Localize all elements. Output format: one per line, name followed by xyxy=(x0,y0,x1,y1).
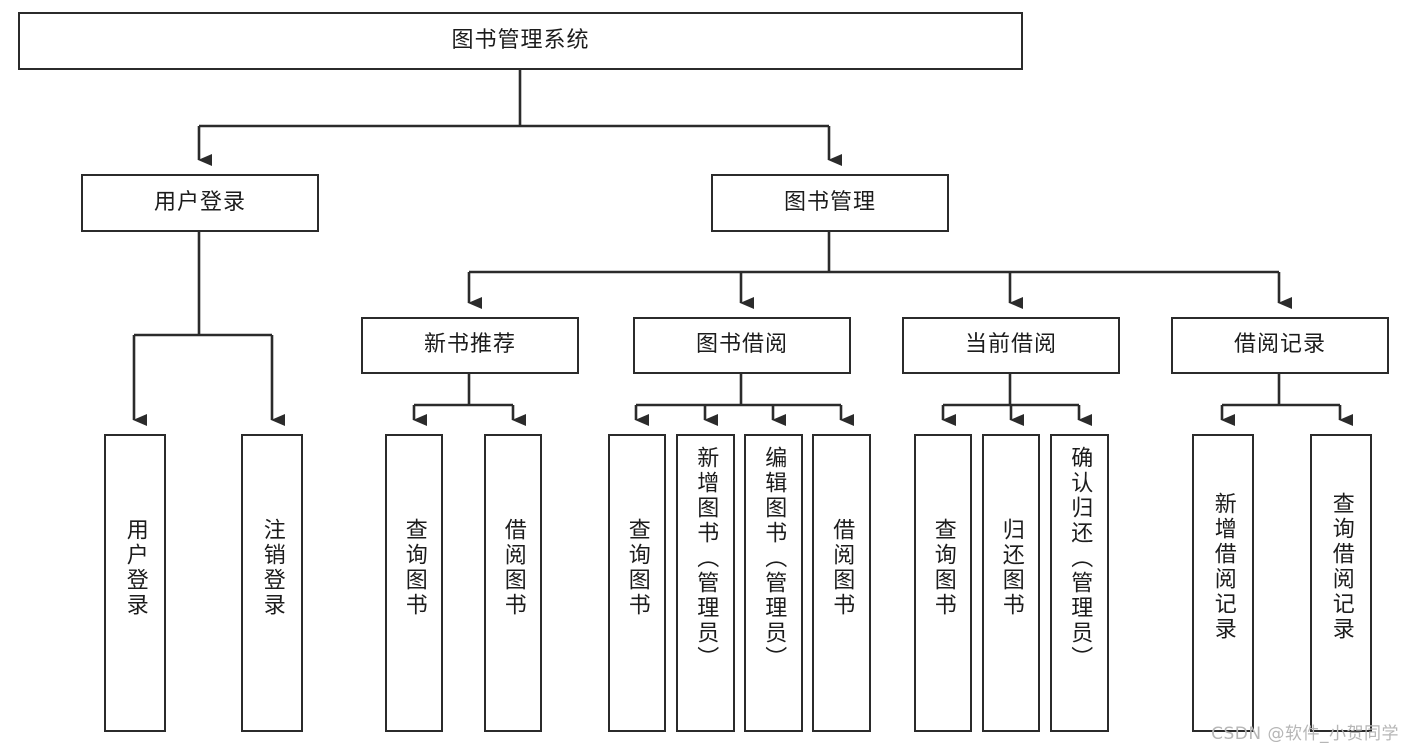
node-book-manage[interactable]: 图书管理 xyxy=(711,174,949,232)
node-leaf-logout[interactable]: 注销登录 xyxy=(241,434,303,732)
node-leaf-return-book-label: 归还图书 xyxy=(998,518,1024,618)
node-leaf-borrow-book[interactable]: 借阅图书 xyxy=(812,434,871,732)
node-current-borrow[interactable]: 当前借阅 xyxy=(902,317,1120,374)
node-leaf-logout-label: 注销登录 xyxy=(259,518,285,618)
node-new-book-rec-label: 新书推荐 xyxy=(423,332,516,358)
node-leaf-query-book-borrow-label: 查询图书 xyxy=(624,518,650,618)
node-borrow-record-label: 借阅记录 xyxy=(1233,332,1326,358)
node-leaf-query-book-current-label: 查询图书 xyxy=(930,518,956,618)
node-leaf-query-record-label: 查询借阅记录 xyxy=(1328,492,1354,642)
node-root[interactable]: 图书管理系统 xyxy=(18,12,1023,70)
watermark-text: CSDN @软件_小贺同学 xyxy=(1211,724,1399,744)
node-root-label: 图书管理系统 xyxy=(451,27,590,53)
node-book-borrow-label: 图书借阅 xyxy=(695,332,788,358)
node-leaf-add-record-label: 新增借阅记录 xyxy=(1210,492,1236,642)
node-leaf-add-book-label: 新增图书（管理员） xyxy=(693,446,719,671)
node-current-borrow-label: 当前借阅 xyxy=(964,332,1057,358)
node-leaf-query-book-rec[interactable]: 查询图书 xyxy=(385,434,443,732)
node-leaf-user-login[interactable]: 用户登录 xyxy=(104,434,166,732)
node-leaf-confirm-return[interactable]: 确认归还（管理员） xyxy=(1050,434,1109,732)
node-leaf-return-book[interactable]: 归还图书 xyxy=(982,434,1040,732)
node-leaf-query-book-rec-label: 查询图书 xyxy=(401,518,427,618)
node-user-login-label: 用户登录 xyxy=(153,189,246,215)
node-leaf-borrow-book-rec-label: 借阅图书 xyxy=(500,518,526,618)
node-leaf-add-record[interactable]: 新增借阅记录 xyxy=(1192,434,1254,732)
node-leaf-edit-book-label: 编辑图书（管理员） xyxy=(761,446,787,671)
node-book-manage-label: 图书管理 xyxy=(783,189,876,215)
node-user-login[interactable]: 用户登录 xyxy=(81,174,319,232)
node-leaf-confirm-return-label: 确认归还（管理员） xyxy=(1067,446,1093,671)
node-leaf-add-book[interactable]: 新增图书（管理员） xyxy=(676,434,735,732)
node-leaf-query-book-borrow[interactable]: 查询图书 xyxy=(608,434,666,732)
node-leaf-query-book-current[interactable]: 查询图书 xyxy=(914,434,972,732)
node-borrow-record[interactable]: 借阅记录 xyxy=(1171,317,1389,374)
node-leaf-borrow-book-label: 借阅图书 xyxy=(829,518,855,618)
node-leaf-edit-book[interactable]: 编辑图书（管理员） xyxy=(744,434,803,732)
node-new-book-rec[interactable]: 新书推荐 xyxy=(361,317,579,374)
node-book-borrow[interactable]: 图书借阅 xyxy=(633,317,851,374)
node-leaf-query-record[interactable]: 查询借阅记录 xyxy=(1310,434,1372,732)
node-leaf-borrow-book-rec[interactable]: 借阅图书 xyxy=(484,434,542,732)
node-leaf-user-login-label: 用户登录 xyxy=(122,518,148,618)
